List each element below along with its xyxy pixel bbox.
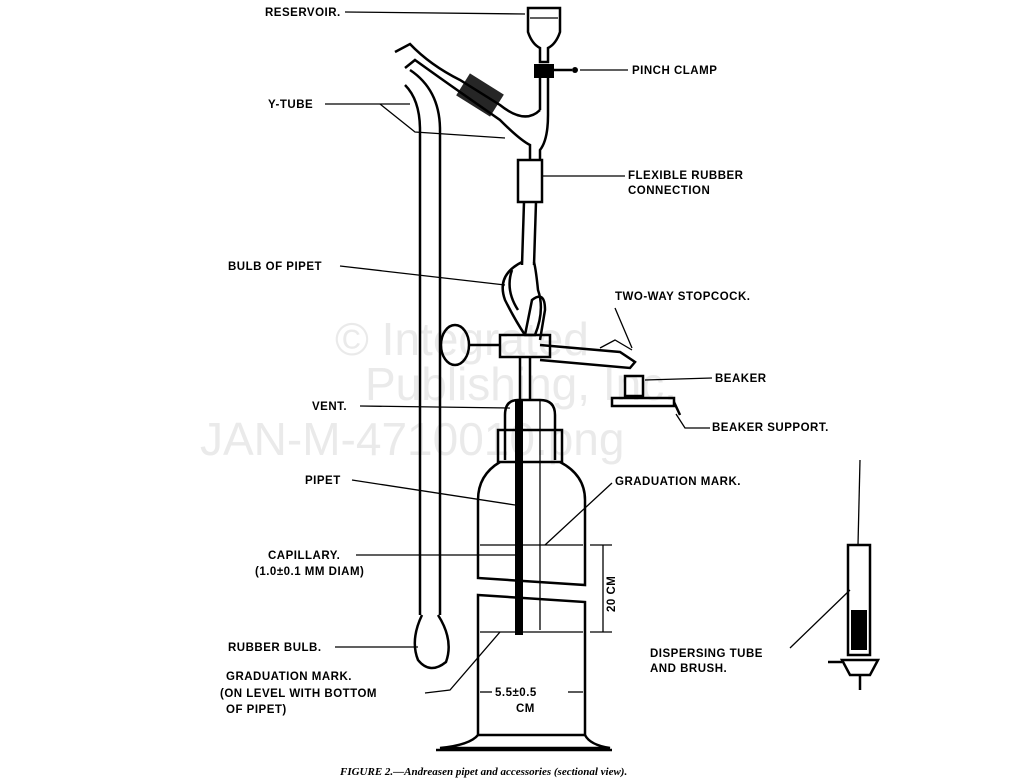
y-tube (394, 42, 550, 160)
label-beaker-support: BEAKER SUPPORT. (712, 422, 829, 434)
leader-lines (325, 11, 851, 694)
watermark-line-3: JAN-M-4710010.png (200, 413, 624, 465)
label-dispersing-2: AND BRUSH. (650, 663, 727, 675)
dimension-20cm: 20 CM (590, 544, 618, 633)
label-grad-mark-2: GRADUATION MARK. (226, 671, 352, 683)
label-grad-mark-2c: OF PIPET) (226, 704, 287, 716)
label-pinch-clamp: PINCH CLAMP (632, 65, 717, 77)
label-pipet: PIPET (305, 475, 341, 487)
label-vent: VENT. (312, 401, 347, 413)
side-tube (413, 130, 450, 670)
dispersing-tube (828, 459, 881, 690)
label-diameter-unit: CM (516, 703, 535, 715)
label-reservoir: RESERVOIR. (265, 7, 341, 19)
label-flexible-1: FLEXIBLE RUBBER (628, 170, 744, 182)
pinch-clamp (534, 64, 578, 115)
label-rubber-bulb: RUBBER BULB. (228, 642, 322, 654)
label-diameter: 5.5±0.5 (495, 687, 537, 699)
beaker (610, 374, 682, 416)
watermark: © Integrated Publishing, Inc. JAN-M-4710… (200, 313, 677, 465)
label-y-tube: Y-TUBE (268, 99, 313, 111)
figure-caption: FIGURE 2.—Andreasen pipet and accessorie… (339, 766, 627, 778)
flexible-connection (516, 158, 544, 204)
cylinder (436, 398, 612, 752)
label-flexible-2: CONNECTION (628, 185, 710, 197)
stopcock (439, 295, 637, 400)
label-20cm: 20 CM (606, 576, 618, 612)
label-beaker: BEAKER (715, 373, 767, 385)
reservoir (526, 6, 562, 64)
label-graduation-mark: GRADUATION MARK. (615, 476, 741, 488)
label-dispersing: DISPERSING TUBE (650, 648, 763, 660)
label-bulb-of-pipet: BULB OF PIPET (228, 261, 322, 273)
label-capillary-diam: (1.0±0.1 MM DIAM) (255, 566, 364, 578)
label-grad-mark-2b: (ON LEVEL WITH BOTTOM (220, 688, 377, 700)
label-capillary: CAPILLARY. (268, 550, 340, 562)
label-stopcock: TWO-WAY STOPCOCK. (615, 291, 750, 303)
